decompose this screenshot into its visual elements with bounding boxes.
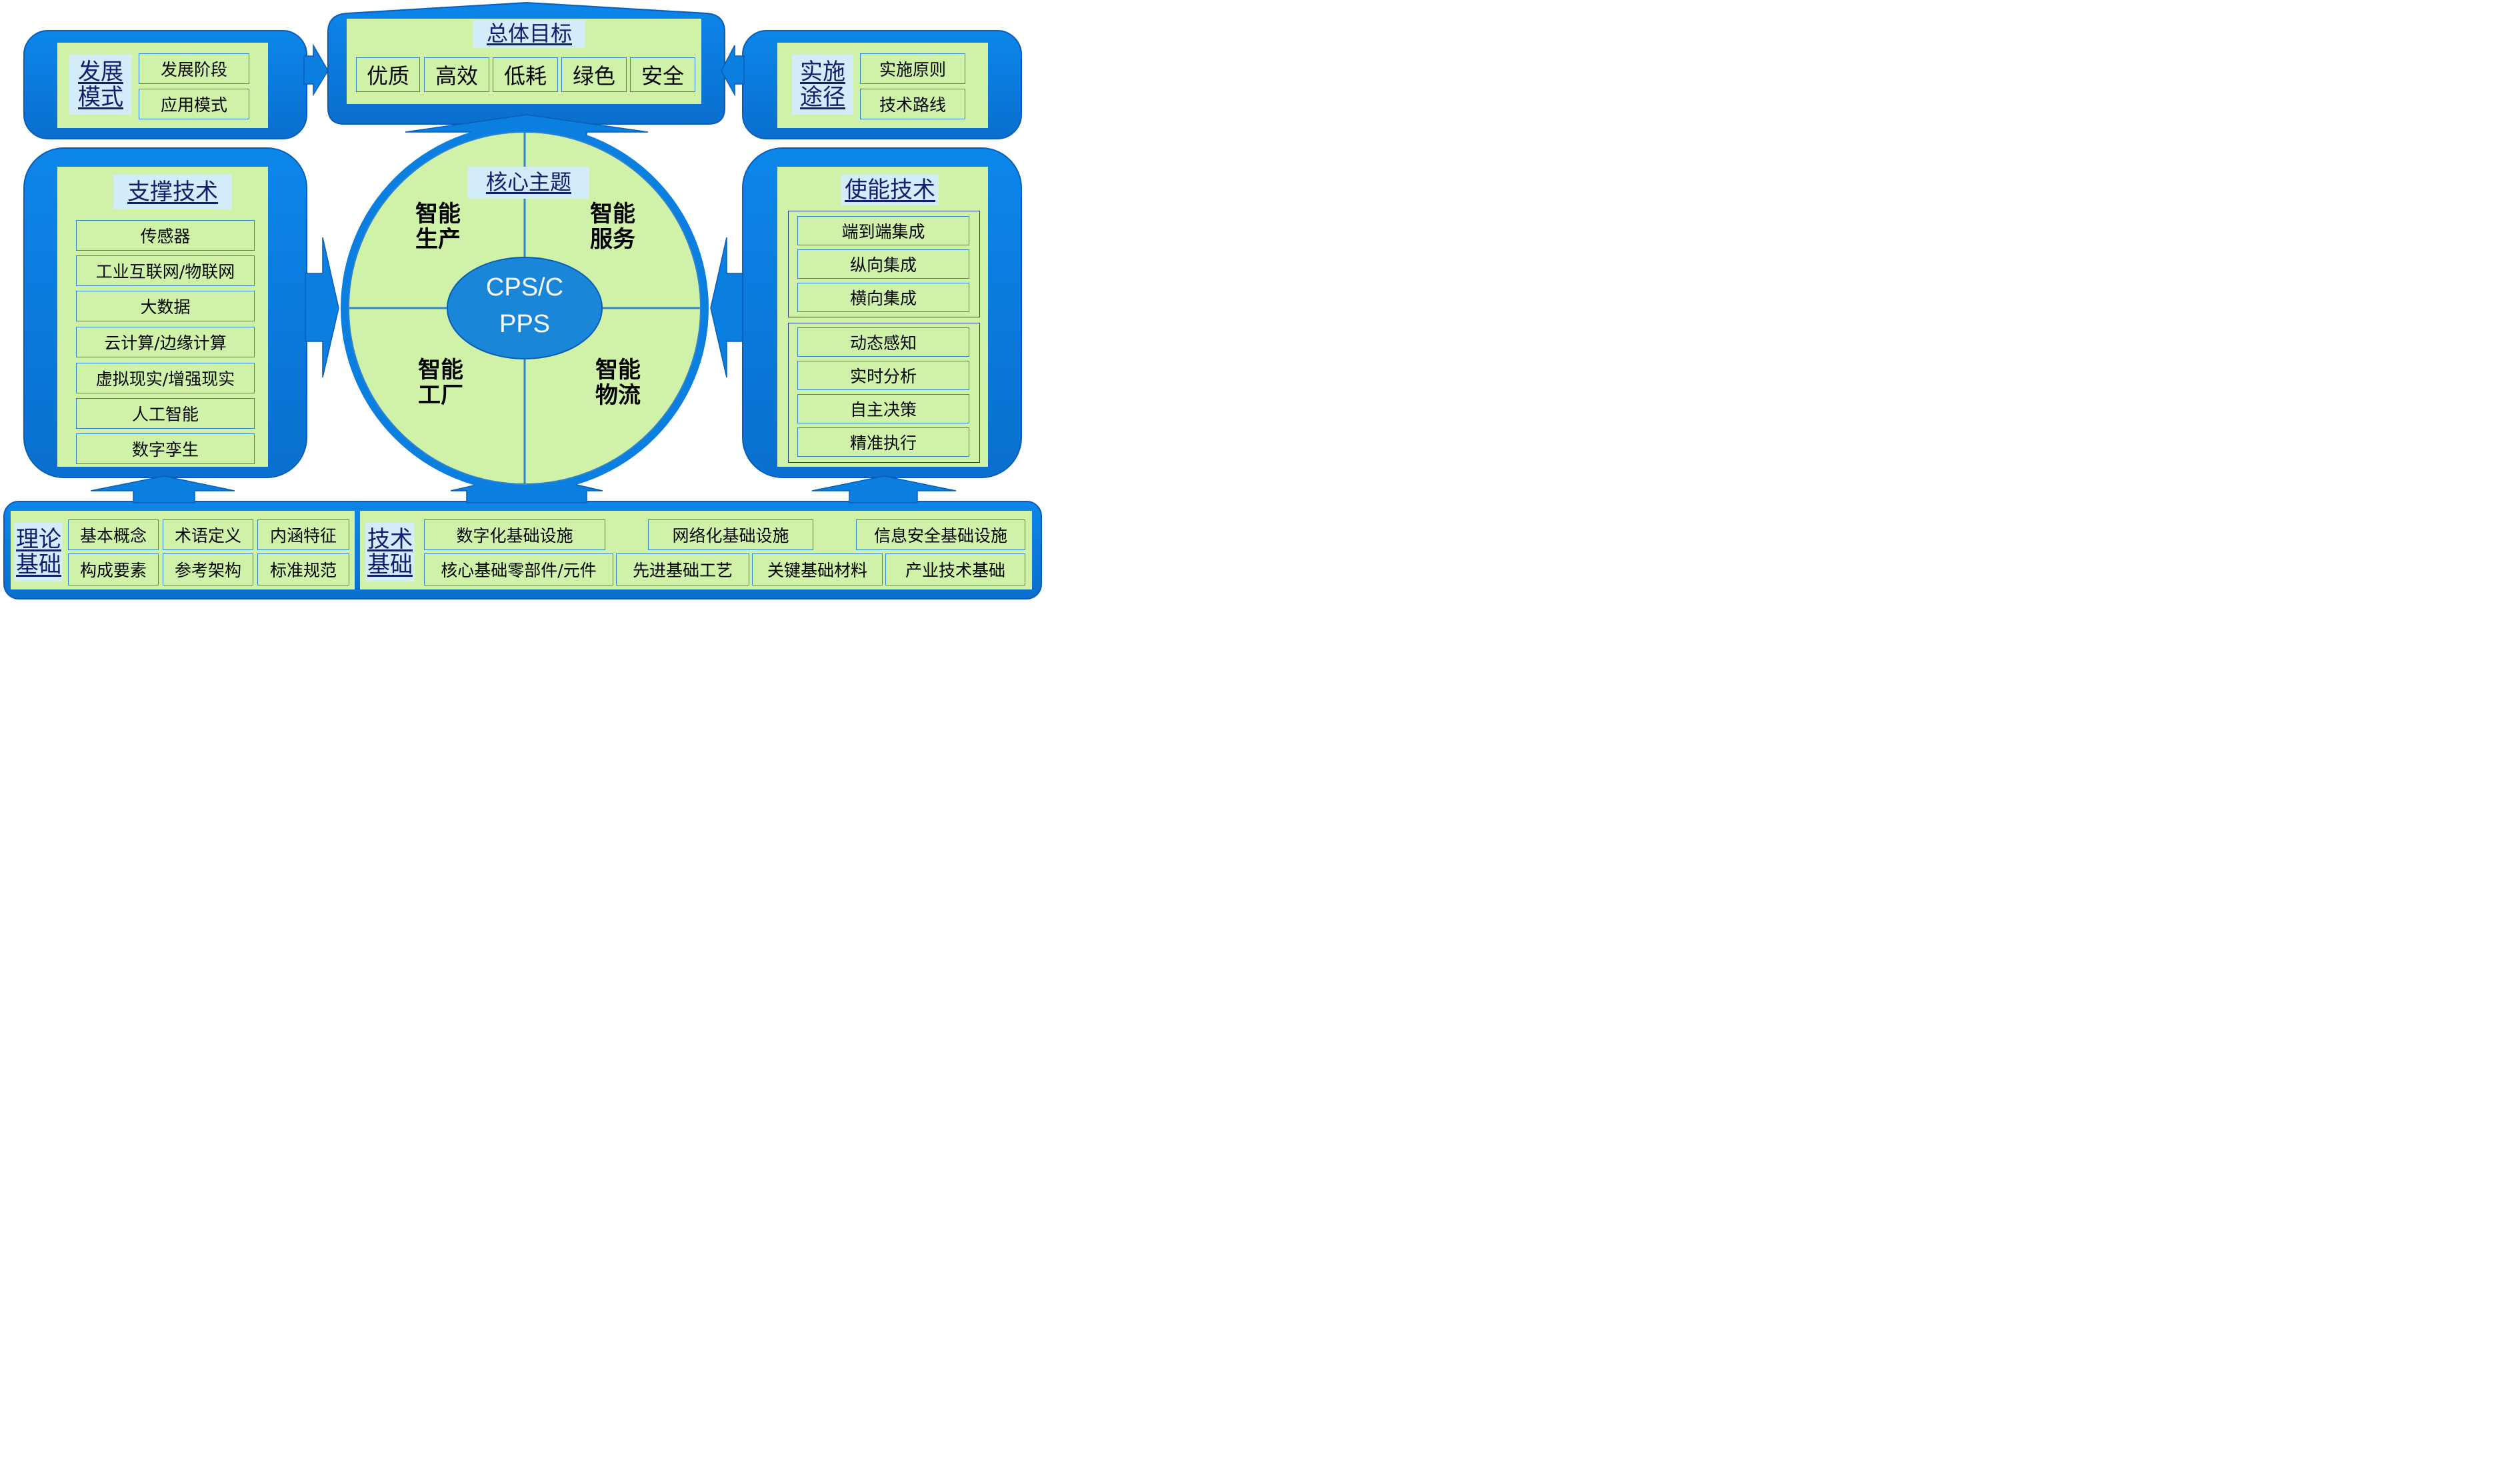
tech-base-item: 数字化基础设施 — [424, 519, 605, 550]
enabling-item: 实时分析 — [797, 361, 969, 390]
arrow-up-left — [90, 475, 235, 503]
implementation-title: 实施途径 — [792, 55, 853, 115]
core-title: 核心主题 — [468, 167, 589, 199]
theory-item: 参考架构 — [163, 553, 253, 585]
goal-item: 低耗 — [493, 57, 558, 92]
goal-item: 高效 — [424, 57, 489, 92]
tech-base-item: 先进基础工艺 — [616, 553, 749, 585]
implementation-item: 实施原则 — [860, 53, 965, 84]
theory-item: 基本概念 — [68, 519, 159, 550]
goal-title: 总体目标 — [473, 20, 585, 48]
arrow-left-top — [721, 45, 745, 97]
goal-item: 安全 — [630, 57, 695, 92]
goal-item: 绿色 — [561, 57, 627, 92]
support-title: 支撑技术 — [113, 175, 232, 209]
support-item: 数字孪生 — [76, 433, 255, 464]
arrow-up-right — [811, 475, 957, 503]
enabling-item: 横向集成 — [797, 283, 969, 312]
arrow-right-circle — [710, 237, 743, 378]
theory-item: 内涵特征 — [257, 519, 349, 550]
arrow-left-circle — [305, 237, 339, 378]
core-center-ellipse — [447, 257, 603, 359]
enabling-item: 自主决策 — [797, 394, 969, 423]
tech-base-item: 网络化基础设施 — [648, 519, 813, 550]
quadrant-smart-production: 智能生产 — [415, 201, 461, 253]
tech-base-item: 产业技术基础 — [885, 553, 1025, 585]
enabling-item: 精准执行 — [797, 427, 969, 457]
enabling-item: 动态感知 — [797, 327, 969, 357]
tech-base-item: 信息安全基础设施 — [856, 519, 1025, 550]
support-item: 虚拟现实/增强现实 — [76, 363, 255, 393]
support-item: 云计算/边缘计算 — [76, 327, 255, 357]
quadrant-smart-service: 智能服务 — [590, 201, 635, 253]
support-item: 工业互联网/物联网 — [76, 255, 255, 286]
support-item: 大数据 — [76, 291, 255, 321]
enabling-group-integration — [788, 211, 980, 317]
development-title: 发展模式 — [69, 55, 132, 115]
enabling-item: 端到端集成 — [797, 216, 969, 245]
enabling-item: 纵向集成 — [797, 249, 969, 279]
enabling-title: 使能技术 — [841, 175, 939, 205]
theory-item: 标准规范 — [257, 553, 349, 585]
theory-title: 理论基础 — [15, 523, 63, 581]
arrow-right-top — [303, 43, 329, 97]
support-item: 人工智能 — [76, 398, 255, 429]
enabling-group-intelligence — [788, 323, 980, 463]
development-item: 发展阶段 — [139, 53, 249, 84]
quadrant-smart-factory: 智能工厂 — [418, 357, 463, 409]
development-item: 应用模式 — [139, 89, 249, 119]
tech-base-item: 核心基础零部件/元件 — [424, 553, 613, 585]
implementation-item: 技术路线 — [860, 89, 965, 119]
quadrant-smart-logistics: 智能物流 — [595, 357, 641, 409]
goal-item: 优质 — [356, 57, 420, 92]
theory-item: 术语定义 — [163, 519, 253, 550]
tech-base-title: 技术基础 — [365, 523, 415, 581]
theory-item: 构成要素 — [68, 553, 159, 585]
support-item: 传感器 — [76, 220, 255, 251]
tech-base-item: 关键基础材料 — [752, 553, 883, 585]
